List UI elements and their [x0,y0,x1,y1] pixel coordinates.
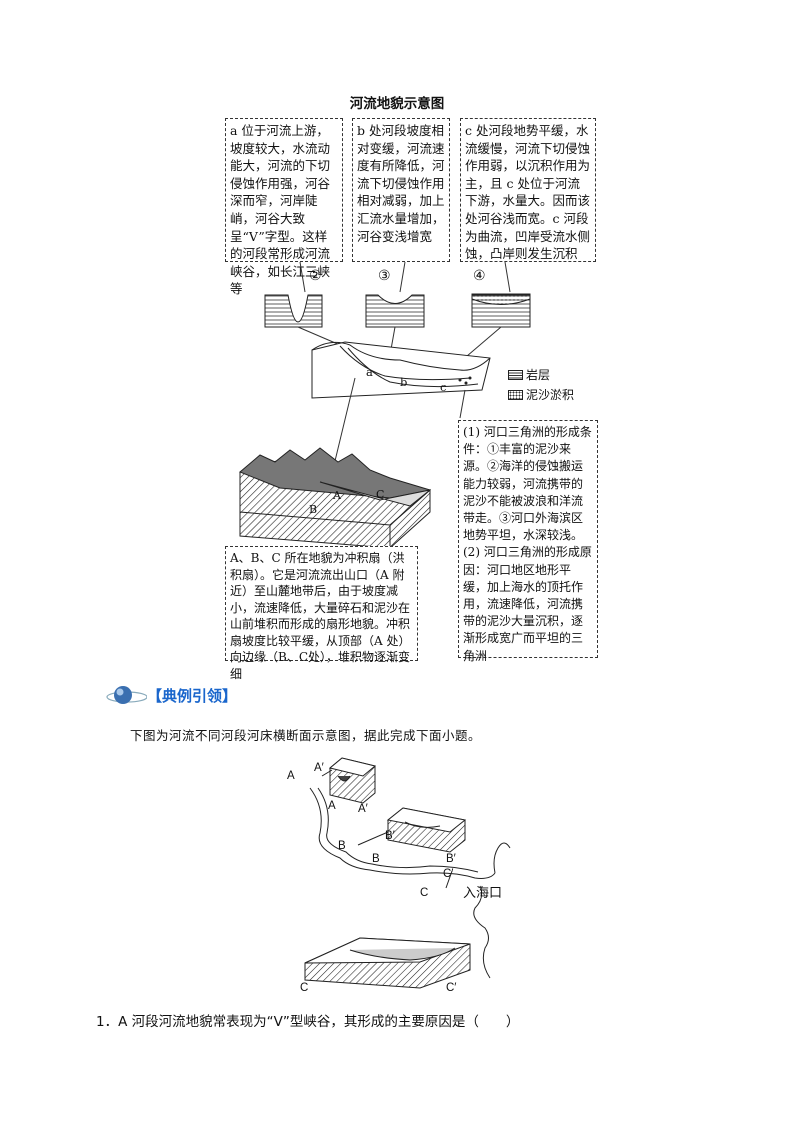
point-b-label: b [400,375,407,389]
label-b-section: B [372,853,380,865]
legend-silt-label: 泥沙淤积 [526,386,574,403]
river-mouth-label: 入海口 [463,882,502,901]
fan-label-c: C [376,488,384,501]
note-box-c: c 处河段地势平缓，水流缓慢，河流下切侵蚀作用弱，以沉积作用为主，且 c 处位于… [460,118,596,262]
note-box-delta: (1) 河口三角洲的形成条件：①丰富的泥沙来源。②海洋的侵蚀搬运能力较弱，河流携… [458,420,598,658]
river-cross-section-figure [280,748,520,1003]
legend-rock-label: 岩层 [526,366,550,383]
fan-label-b: B [309,503,317,516]
label-a-section: A [328,800,336,812]
label-c: C [420,887,428,899]
label-a-prime-section: A′ [358,803,368,815]
point-c-label: c [440,380,446,394]
legend: 岩层 泥沙淤积 [508,366,574,403]
note-box-a: a 位于河流上游，坡度较大，水流动能大，河流的下切侵蚀作用强，河谷深而窄，河岸陡… [225,118,343,262]
silt-swatch [508,390,523,400]
question-1: 1．A 河段河流地貌常表现为“V”型峡谷，其形成的主要原因是（ ） [96,1010,519,1030]
label-a: A [287,770,295,782]
label-a-prime: A′ [314,762,324,774]
note-box-b: b 处河段坡度相对变缓，河流速度有所降低，河流下切侵蚀作用相对减弱，加上汇流水量… [352,118,450,262]
globe-icon [105,682,147,708]
label-c-prime: C′ [443,868,453,880]
fan-label-a: A [333,489,341,502]
rock-layer-swatch [508,370,523,380]
diagram-title: 河流地貌示意图 [0,92,794,112]
intro-text: 下图为河流不同河段河床横断面示意图，据此完成下面小题。 [130,725,481,744]
point-a-label: a [366,365,373,379]
note-box-alluvial-fan: A、B、C 所在地貌为冲积扇（洪积扇）。它是河流流出山口（A 附近）至山麓地带后… [225,546,418,661]
label-b: B [338,840,346,852]
section-heading: 【典例引领】 [105,682,237,708]
label-b-prime-section: B′ [446,853,456,865]
section-heading-text: 【典例引领】 [147,685,237,706]
label-c-section: C [300,982,308,994]
label-b-prime: B′ [385,830,395,842]
label-c-prime-section: C′ [446,982,456,994]
